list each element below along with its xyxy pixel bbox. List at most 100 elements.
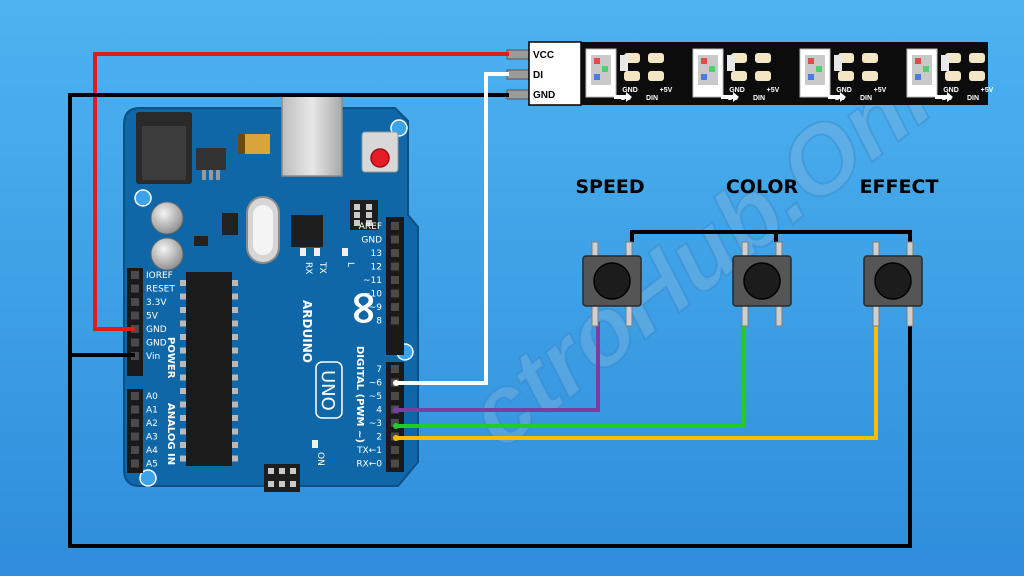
header-hole[interactable]	[391, 459, 399, 468]
led-die-green	[923, 66, 929, 72]
strip-pad-label: DIN	[753, 95, 765, 102]
chip-leg	[180, 388, 186, 394]
crystal-inner	[253, 205, 273, 255]
uno-model-label: UNO	[317, 370, 338, 411]
led-l-label: L	[345, 262, 355, 267]
header-hole[interactable]	[131, 392, 139, 400]
electrolytic-capacitor	[150, 201, 184, 235]
header-hole[interactable]	[131, 284, 139, 293]
direction-arrow-icon	[935, 92, 953, 102]
led-die-green	[709, 66, 715, 72]
header-hole[interactable]	[391, 419, 399, 427]
header-hole[interactable]	[391, 446, 399, 454]
chip-leg	[180, 361, 186, 367]
pin-label: 5V	[146, 312, 159, 322]
header-hole[interactable]	[131, 419, 139, 427]
solder-pad	[624, 71, 640, 81]
chip-leg	[232, 455, 238, 462]
pin-label: A5	[146, 460, 158, 470]
mount-hole	[134, 189, 152, 207]
button-cap[interactable]	[743, 262, 781, 300]
header-hole[interactable]	[391, 392, 399, 400]
solder-pad	[755, 53, 771, 63]
header-hole[interactable]	[391, 316, 399, 325]
button-cap[interactable]	[874, 262, 912, 300]
pin-label: TX←1	[356, 446, 382, 456]
strip-label-vcc: VCC	[533, 50, 554, 61]
wire-gnd-strip	[68, 93, 912, 548]
smd-resistor	[834, 55, 842, 71]
pin-label: AREF	[359, 222, 382, 232]
strip-label-di: DI	[533, 70, 543, 81]
wire-data	[396, 72, 509, 385]
header-hole[interactable]	[131, 459, 139, 468]
pin-label: A1	[146, 406, 158, 416]
header-hole[interactable]	[131, 432, 139, 441]
header-hole[interactable]	[391, 289, 399, 298]
header-hole[interactable]	[131, 298, 139, 306]
power-header	[127, 268, 143, 376]
header-hole[interactable]	[391, 235, 399, 244]
push-button-effect[interactable]	[863, 241, 923, 327]
voltage-regulator	[196, 148, 226, 170]
strip-pad-label: GND	[836, 87, 852, 94]
uno-badge	[315, 361, 343, 419]
header-hole[interactable]	[391, 222, 399, 230]
header-hole[interactable]	[391, 249, 399, 257]
pin-labels: IOREFRESET3.3V5VGNDGNDVinA0A1A2A3A4A5ARE…	[146, 222, 382, 470]
regulator-tab	[209, 170, 213, 180]
header-hole[interactable]	[131, 338, 139, 347]
header-hole[interactable]	[131, 271, 139, 279]
chip-leg	[180, 455, 186, 462]
button-cap[interactable]	[593, 262, 631, 300]
header-hole[interactable]	[391, 262, 399, 271]
arduino-uno-board: RX TX L ∞ ARDUINO UNO ON POWER ANALOG IN…	[123, 93, 419, 492]
pin-label: 12	[371, 263, 382, 273]
chip-leg	[232, 293, 238, 300]
chip-leg	[180, 428, 186, 435]
strip-pad-label: +5V	[874, 87, 887, 94]
pin-label: Vin	[146, 352, 160, 362]
icsp-pins	[354, 204, 372, 226]
chip-leg	[180, 307, 186, 313]
solder-pad	[755, 71, 771, 81]
header-hole[interactable]	[131, 311, 139, 320]
header-hole[interactable]	[391, 365, 399, 373]
solder-pad	[969, 53, 985, 63]
header-hole[interactable]	[391, 303, 399, 311]
chip-leg	[180, 320, 186, 327]
solder-pad	[648, 71, 664, 81]
atmega-chip-legs	[180, 280, 238, 462]
chip-leg	[180, 293, 186, 300]
pin-label: ~5	[369, 392, 382, 402]
pin-label: RX←0	[356, 460, 382, 470]
smd-resistor	[941, 55, 949, 71]
header-hole[interactable]	[131, 405, 139, 414]
strip-label-gnd: GND	[533, 90, 555, 101]
pin-label: ~3	[369, 419, 382, 429]
led-die-red	[594, 58, 600, 64]
led-die-red	[915, 58, 921, 64]
reset-button[interactable]	[370, 148, 390, 168]
usb-port	[281, 93, 343, 177]
pin-label: ~6	[369, 379, 383, 389]
header-hole[interactable]	[131, 446, 139, 454]
solder-pad	[862, 71, 878, 81]
chip-leg	[232, 334, 238, 340]
push-button-speed[interactable]	[582, 241, 642, 327]
led-rx-label: RX	[303, 262, 313, 274]
smd-resistor	[727, 55, 735, 71]
pin-label: ~11	[363, 276, 382, 286]
pin-label: GND	[146, 325, 167, 335]
solder-pad	[731, 71, 747, 81]
led-die-red	[701, 58, 707, 64]
led-die-green	[816, 66, 822, 72]
led-die-red	[808, 58, 814, 64]
analog-header-label: ANALOG IN	[165, 403, 176, 465]
strip-pad-label: +5V	[660, 87, 673, 94]
led-die-green	[602, 66, 608, 72]
push-button-color[interactable]	[732, 241, 792, 327]
header-hole[interactable]	[391, 276, 399, 284]
tantalum-band	[238, 134, 245, 154]
